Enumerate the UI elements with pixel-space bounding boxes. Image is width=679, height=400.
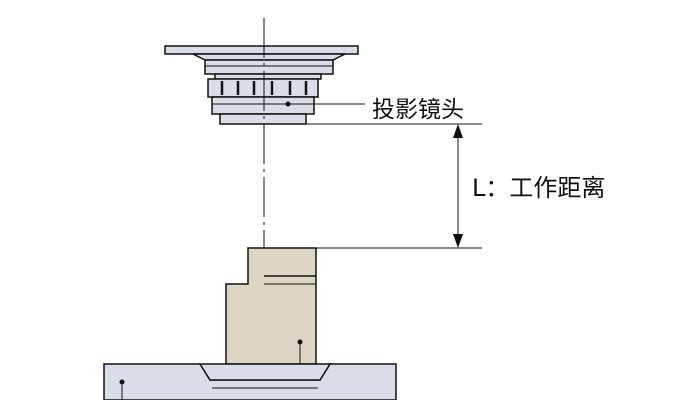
lens-front	[219, 113, 307, 125]
lens-lower-body	[211, 96, 315, 115]
lens-upper-taper	[192, 53, 346, 61]
workpiece	[225, 247, 317, 365]
lens-knurl-marks	[220, 81, 308, 95]
lens-focus-ring	[207, 78, 319, 98]
lens-upper-body	[204, 59, 334, 75]
lens-label: 投影镜头	[372, 97, 464, 123]
stage-recess	[198, 363, 332, 381]
working-distance-label: L：工作距离	[472, 174, 606, 202]
lens-flange	[164, 45, 359, 55]
projection-lens	[164, 45, 359, 125]
dimension-arrow-top	[453, 124, 463, 138]
dimension-arrow-bottom	[453, 234, 463, 248]
